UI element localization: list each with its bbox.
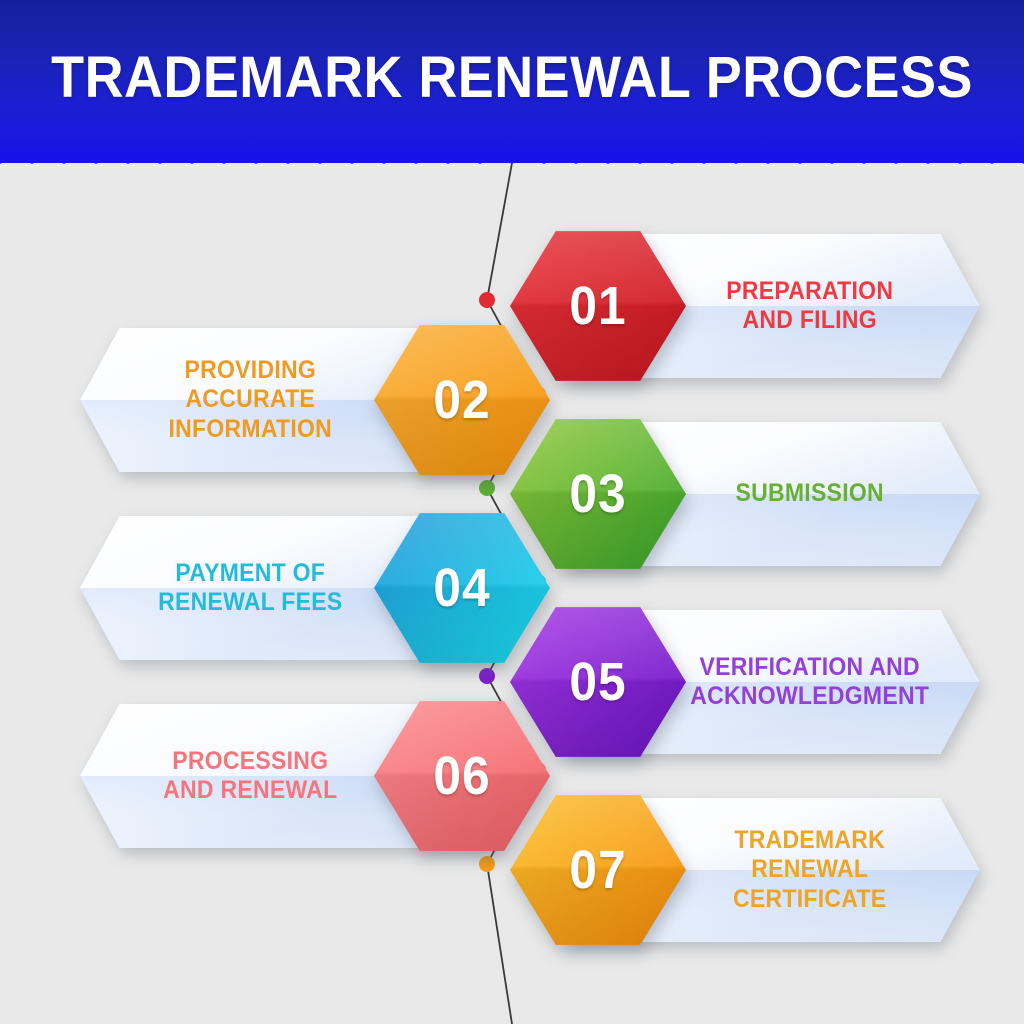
step-number: 03 — [569, 464, 627, 524]
step-number: 07 — [569, 840, 627, 900]
step-label: PREPARATION AND FILING — [726, 276, 894, 335]
step-number-hexagon: 01 — [510, 228, 686, 384]
step-number-hexagon: 04 — [374, 510, 550, 666]
connector-dot-01 — [479, 292, 495, 308]
page-title: TRADEMARK RENEWAL PROCESS — [51, 45, 973, 110]
step-label: VERIFICATION AND ACKNOWLEDGMENT — [690, 652, 930, 711]
step-number-hexagon: 07 — [510, 792, 686, 948]
step-number-hexagon: 06 — [374, 698, 550, 854]
step-label: SUBMISSION — [735, 479, 884, 508]
header-banner: TRADEMARK RENEWAL PROCESS — [0, 0, 1024, 164]
step-number-hexagon: 02 — [374, 322, 550, 478]
step-card-06[interactable]: PROCESSING AND RENEWAL 06 — [80, 698, 550, 854]
step-label: PAYMENT OF RENEWAL FEES — [158, 558, 343, 617]
connector-dot-03 — [479, 480, 495, 496]
step-label: TRADEMARK RENEWAL CERTIFICATE — [733, 825, 887, 913]
sawtooth-edge-icon — [0, 152, 1024, 164]
step-card-01[interactable]: PREPARATION AND FILING 01 — [510, 228, 980, 384]
step-card-05[interactable]: VERIFICATION AND ACKNOWLEDGMENT 05 — [510, 604, 980, 760]
step-number: 02 — [433, 370, 491, 430]
step-label: PROCESSING AND RENEWAL — [163, 746, 338, 805]
connector-dot-07 — [479, 856, 495, 872]
step-card-07[interactable]: TRADEMARK RENEWAL CERTIFICATE 07 — [510, 792, 980, 948]
step-number: 05 — [569, 652, 627, 712]
step-number: 06 — [433, 746, 491, 806]
step-number-hexagon: 05 — [510, 604, 686, 760]
step-label: PROVIDING ACCURATE INFORMATION — [168, 355, 333, 443]
step-card-03[interactable]: SUBMISSION 03 — [510, 416, 980, 572]
step-card-04[interactable]: PAYMENT OF RENEWAL FEES 04 — [80, 510, 550, 666]
step-number-hexagon: 03 — [510, 416, 686, 572]
step-number: 04 — [433, 558, 491, 618]
connector-dot-05 — [479, 668, 495, 684]
step-number: 01 — [569, 276, 627, 336]
step-card-02[interactable]: PROVIDING ACCURATE INFORMATION 02 — [80, 322, 550, 478]
